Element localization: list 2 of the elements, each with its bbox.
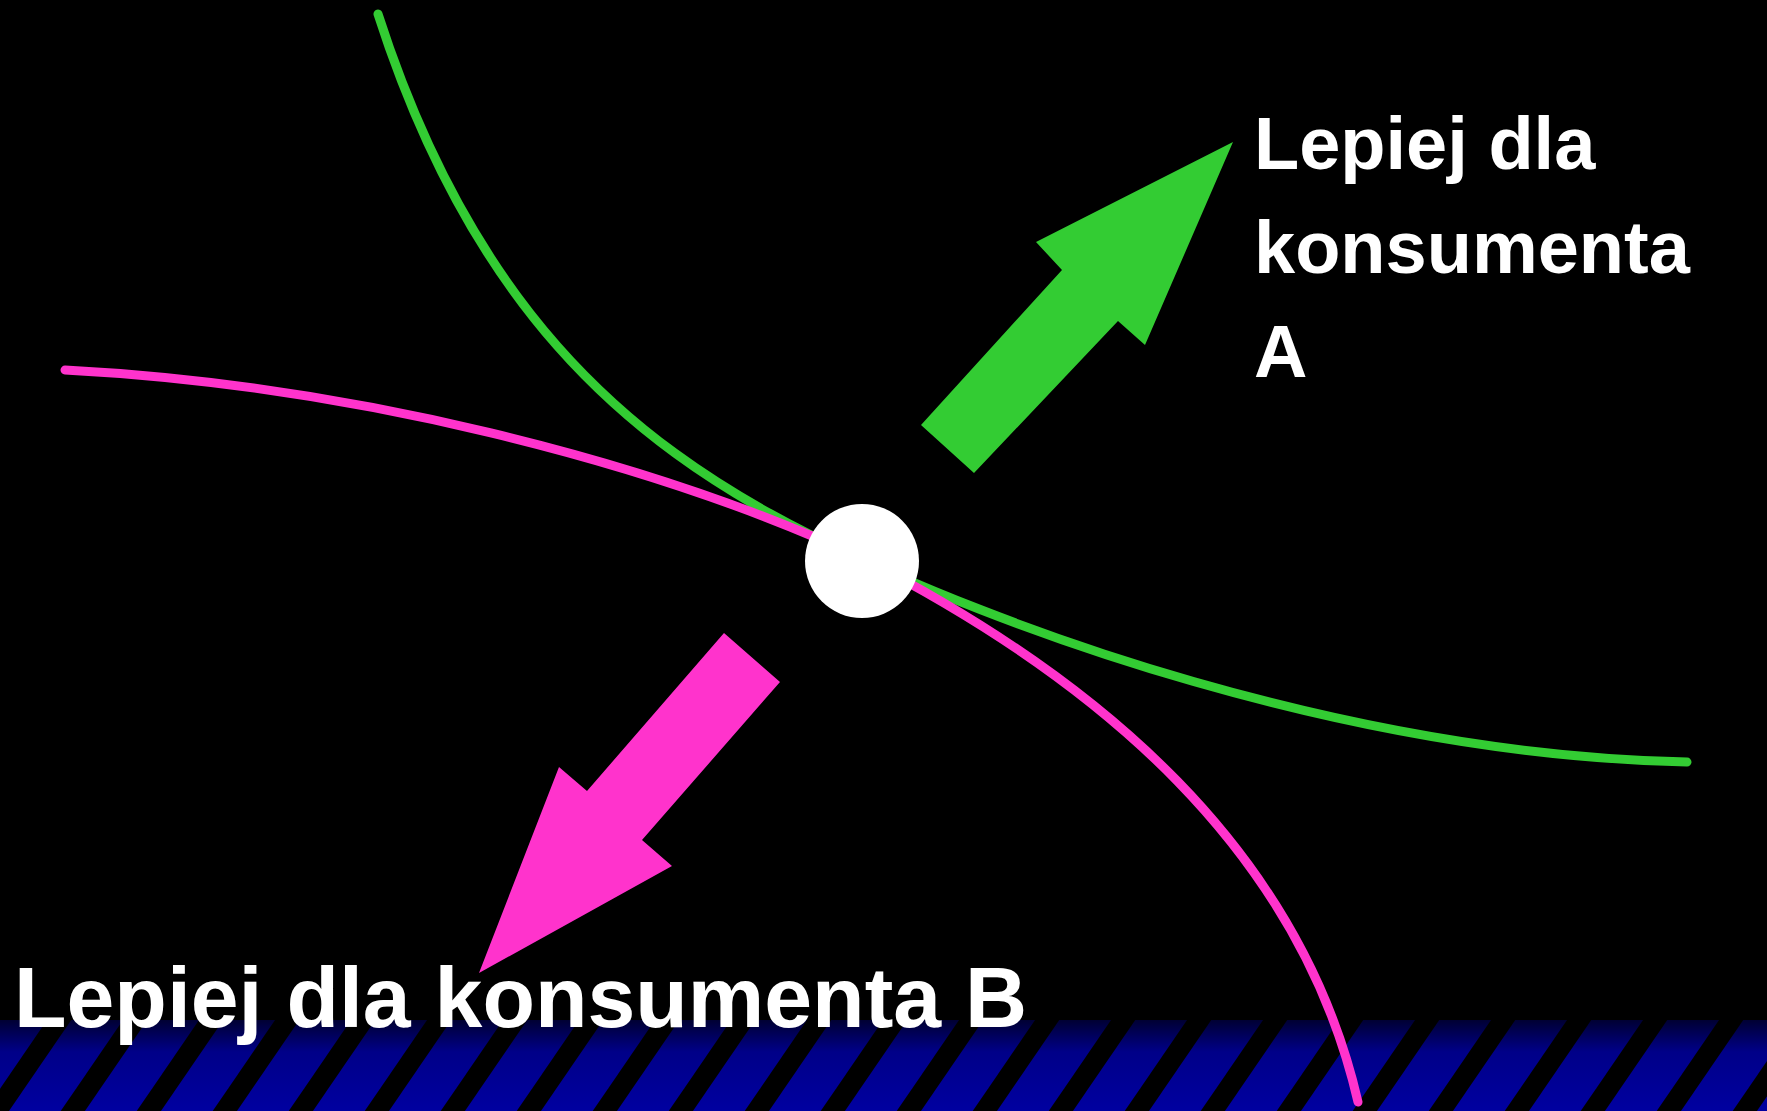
annotation-text: Lepiej dla konsumenta A: [1254, 101, 1692, 395]
equilibrium-point: [805, 504, 919, 618]
